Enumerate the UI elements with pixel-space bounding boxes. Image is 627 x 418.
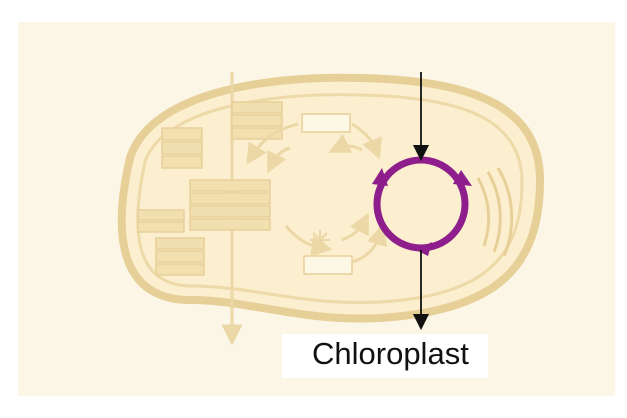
faded-stack-top-left [162, 128, 202, 168]
faded-starburst [310, 230, 330, 250]
faded-box-bottom [304, 256, 352, 274]
chloroplast-label: Chloroplast [312, 334, 469, 374]
faded-stack-bottom-left [156, 238, 204, 275]
faded-box-top [302, 114, 350, 132]
